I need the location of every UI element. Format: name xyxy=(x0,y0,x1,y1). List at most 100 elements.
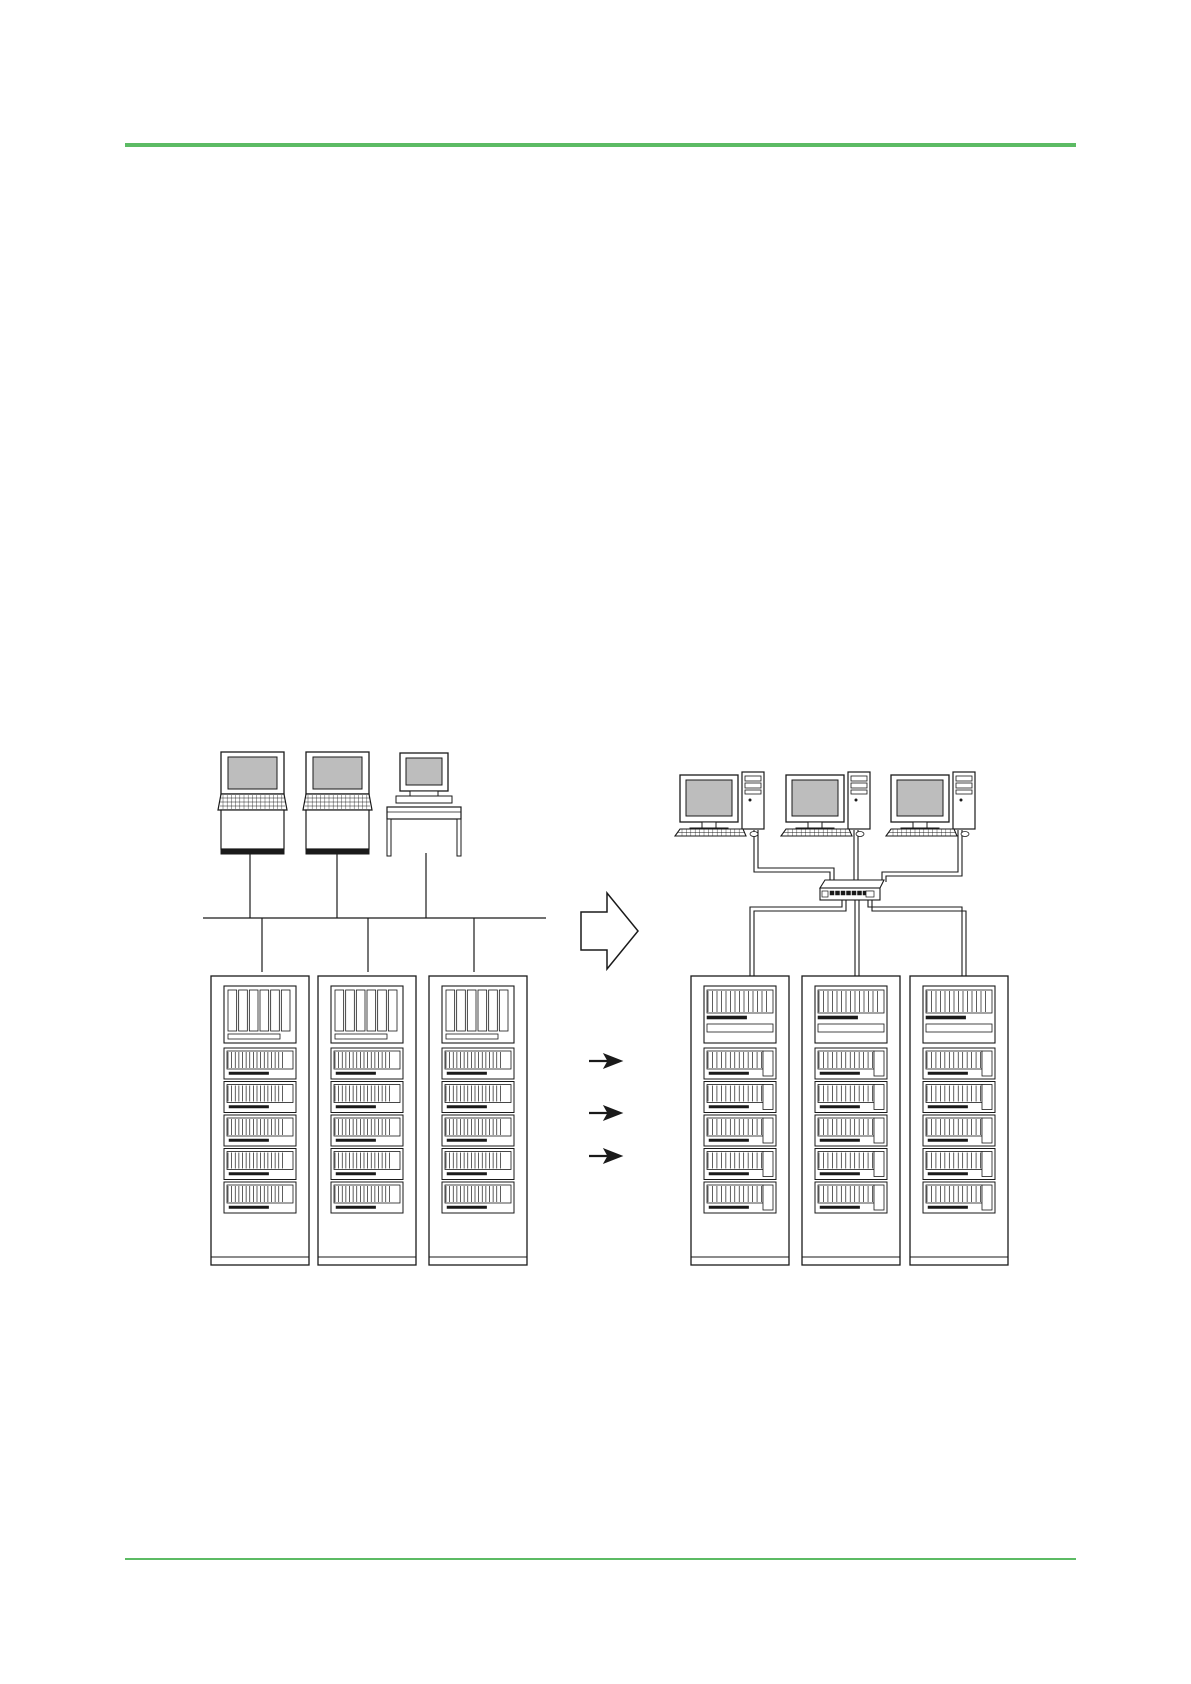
control-cabinet xyxy=(910,976,1008,1265)
drive-bay xyxy=(745,790,761,794)
card-slot xyxy=(467,990,476,1031)
cable-pc1 xyxy=(754,830,830,882)
chassis-bar xyxy=(228,1034,280,1039)
chassis-bar xyxy=(335,1034,387,1039)
switch-port xyxy=(836,891,840,895)
io-label-bar xyxy=(709,1206,749,1209)
cabinet-chassis xyxy=(815,986,887,1043)
card-slot xyxy=(281,990,290,1031)
card-slot xyxy=(249,990,258,1031)
hollow-arrow-right-icon xyxy=(581,893,638,969)
control-cabinet xyxy=(691,976,789,1265)
card-slot xyxy=(228,990,237,1031)
io-label-bar xyxy=(928,1072,968,1075)
pointer-arrow-icon xyxy=(589,1106,622,1120)
cable-pc3 xyxy=(882,830,958,882)
io-bus-module xyxy=(874,1085,884,1110)
io-bus-module xyxy=(982,1118,992,1143)
io-bus-module xyxy=(763,1152,773,1177)
migration-arrows xyxy=(581,893,638,1163)
pointer-arrow-icon xyxy=(589,1054,622,1068)
drive-bay xyxy=(956,783,972,788)
left-control-cabinets xyxy=(211,976,527,1265)
card-slot xyxy=(356,990,365,1031)
io-label-bar xyxy=(709,1139,749,1142)
io-label-bar xyxy=(820,1106,860,1109)
switch-hub-icon xyxy=(820,880,884,900)
switch-top xyxy=(820,880,884,888)
left-network-bus xyxy=(203,853,546,972)
connector-strip xyxy=(926,1024,992,1032)
footer-rule xyxy=(125,1558,1076,1560)
io-bus-module xyxy=(874,1118,884,1143)
io-label-bar xyxy=(336,1139,376,1142)
desk-leg xyxy=(387,819,391,856)
io-label-bar xyxy=(336,1206,376,1209)
chassis-bar xyxy=(446,1034,498,1039)
switch-port xyxy=(858,891,862,895)
io-bus-module xyxy=(982,1085,992,1110)
drive-bay xyxy=(745,783,761,788)
card-slot xyxy=(457,990,466,1031)
card-slot xyxy=(367,990,376,1031)
card-slot xyxy=(478,990,487,1031)
io-bus-module xyxy=(763,1118,773,1143)
laptop-console-icon xyxy=(218,752,287,854)
control-cabinet xyxy=(802,976,900,1265)
io-label-bar xyxy=(928,1139,968,1142)
monitor-screen xyxy=(792,780,838,816)
cabinet-chassis xyxy=(704,986,776,1043)
io-label-bar xyxy=(709,1072,749,1075)
switch-port xyxy=(852,891,856,895)
cabinet-chassis xyxy=(923,986,995,1043)
monitor-screen xyxy=(406,758,442,785)
io-label-bar xyxy=(447,1173,487,1176)
io-label-bar xyxy=(229,1206,269,1209)
io-label-bar xyxy=(820,1206,860,1209)
card-slot xyxy=(378,990,387,1031)
cable-pc3 xyxy=(886,830,962,882)
console-base xyxy=(221,849,284,854)
io-label-bar xyxy=(709,1106,749,1109)
io-label-bar xyxy=(229,1106,269,1109)
io-label-bar xyxy=(229,1173,269,1176)
io-bus-module xyxy=(874,1051,884,1076)
io-bus-module xyxy=(763,1051,773,1076)
drive-bay xyxy=(851,776,867,781)
label-bar xyxy=(926,1016,966,1019)
desk-leg xyxy=(457,819,461,856)
control-cabinet xyxy=(211,976,309,1265)
card-slot xyxy=(260,990,269,1031)
label-bar xyxy=(707,1016,747,1019)
io-label-bar xyxy=(447,1072,487,1075)
power-led xyxy=(855,799,858,802)
power-led xyxy=(960,799,963,802)
console-base xyxy=(306,849,369,854)
io-label-bar xyxy=(447,1139,487,1142)
io-label-bar xyxy=(336,1072,376,1075)
console-stand xyxy=(306,810,369,849)
card-slot xyxy=(446,990,455,1031)
switch-port xyxy=(847,891,851,895)
desktop-pc-icon xyxy=(781,772,870,837)
monitor-screen xyxy=(686,780,732,816)
io-bus-module xyxy=(982,1051,992,1076)
connector-strip xyxy=(818,1024,884,1032)
io-bus-module xyxy=(982,1185,992,1210)
card-slot xyxy=(271,990,280,1031)
drive-bay xyxy=(745,776,761,781)
io-label-bar xyxy=(336,1173,376,1176)
io-label-bar xyxy=(928,1106,968,1109)
monitor-base xyxy=(396,796,452,803)
drive-bay xyxy=(851,790,867,794)
cable-cab1 xyxy=(754,900,846,976)
cable-cab3 xyxy=(872,900,966,976)
desktop-pc-icon xyxy=(675,772,764,837)
io-label-bar xyxy=(447,1206,487,1209)
laptop-screen xyxy=(313,757,362,789)
left-operator-stations xyxy=(218,752,461,856)
io-label-bar xyxy=(928,1173,968,1176)
